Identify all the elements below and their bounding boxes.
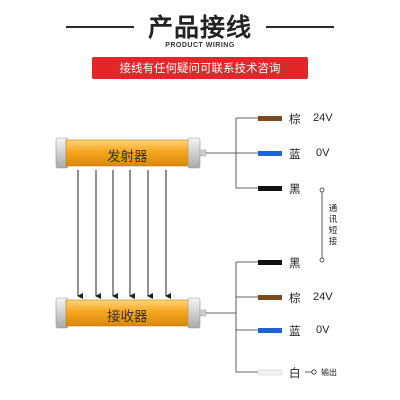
receiver-white-wire xyxy=(257,369,283,376)
receiver-bar xyxy=(55,297,207,329)
emitter-wiring xyxy=(206,117,258,189)
emitter-wire-blue-voltage: 0V xyxy=(316,147,330,159)
receiver-wire-black-label: 黑 xyxy=(289,256,301,270)
emitter-label: 发射器 xyxy=(107,149,148,165)
output-indicator xyxy=(305,369,317,375)
emitter-wire-blue-label: 蓝 xyxy=(289,147,301,161)
receiver-wiring xyxy=(206,261,258,373)
notice-text: 接线有任何疑问可联系技术咨询 xyxy=(119,61,281,75)
receiver-brown-wire xyxy=(258,295,282,300)
emitter-wire-brown-voltage: 24V xyxy=(313,112,333,124)
receiver-wire-segments xyxy=(257,260,283,376)
receiver-wire-brown-voltage: 24V xyxy=(313,291,333,303)
notice-banner: 接线有任何疑问可联系技术咨询 xyxy=(92,57,308,79)
emitter-brown-wire xyxy=(258,116,282,121)
receiver-blue-wire xyxy=(258,328,282,333)
title-rule-left xyxy=(66,26,134,28)
comm-short-link xyxy=(319,187,325,263)
emitter-bar xyxy=(55,137,207,169)
receiver-wire-brown-label: 棕 xyxy=(289,291,301,305)
emitter-wire-brown-label: 棕 xyxy=(289,112,301,126)
page-title: 产品接线 xyxy=(147,13,252,42)
receiver-wire-blue-voltage: 0V xyxy=(316,324,330,336)
emitter-blue-wire xyxy=(258,151,282,156)
output-label: 输出 xyxy=(321,368,337,377)
light-beams xyxy=(77,170,171,299)
title-rule-right xyxy=(266,26,334,28)
receiver-label: 接收器 xyxy=(107,309,148,325)
receiver-wire-white-label: 白 xyxy=(289,366,301,380)
receiver-black-wire xyxy=(258,260,282,265)
page-subtitle: PRODUCT WIRING xyxy=(165,42,235,49)
comm-short-note: 通讯短接 xyxy=(328,203,338,246)
emitter-wire-segments xyxy=(258,116,282,191)
receiver-wire-blue-label: 蓝 xyxy=(289,324,301,338)
emitter-black-wire xyxy=(258,186,282,191)
emitter-wire-black-label: 黑 xyxy=(289,182,301,196)
